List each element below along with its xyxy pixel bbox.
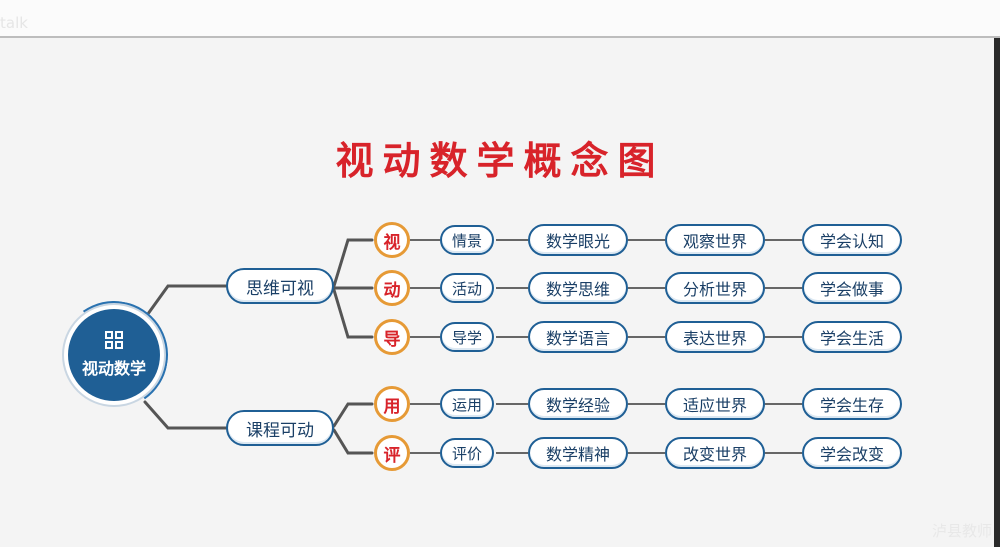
activity-node: 导学	[440, 322, 494, 352]
key-char-node: 评	[374, 435, 410, 471]
activity-node: 情景	[440, 225, 494, 255]
learning-goal-node: 学会做事	[802, 272, 902, 304]
root-node: 视动数学	[68, 309, 160, 401]
connector-branch1-row3	[332, 288, 374, 339]
world-node: 分析世界	[665, 272, 765, 304]
connector-branch2-row5	[332, 428, 374, 455]
connector-branch2-row4	[332, 402, 374, 428]
connector-root-branch1	[143, 284, 228, 320]
branch-node-1: 思维可视	[226, 268, 334, 304]
top-bar: talk	[0, 0, 1000, 38]
grid-icon	[105, 331, 123, 349]
key-char-node: 导	[374, 319, 410, 355]
math-aspect-node: 数学思维	[528, 272, 628, 304]
world-node: 观察世界	[665, 224, 765, 256]
math-aspect-node: 数学眼光	[528, 224, 628, 256]
math-aspect-node: 数学经验	[528, 388, 628, 420]
activity-node: 活动	[440, 273, 494, 303]
key-char-node: 动	[374, 270, 410, 306]
right-edge-strip	[994, 38, 1000, 547]
branch-node-2: 课程可动	[226, 410, 334, 446]
root-node-label: 视动数学	[81, 359, 146, 378]
math-aspect-node: 数学语言	[528, 321, 628, 353]
connector-root-branch2	[143, 400, 228, 430]
activity-node: 运用	[440, 389, 494, 419]
diagram-title: 视动数学概念图	[335, 139, 665, 183]
learning-goal-node: 学会生活	[802, 321, 902, 353]
topbar-label: talk	[0, 14, 28, 32]
learning-goal-node: 学会认知	[802, 224, 902, 256]
world-node: 表达世界	[665, 321, 765, 353]
key-char-node: 用	[374, 386, 410, 422]
key-char-node: 视	[374, 222, 410, 258]
learning-goal-node: 学会改变	[802, 437, 902, 469]
watermark: 泸县教师	[931, 522, 992, 540]
world-node: 适应世界	[665, 388, 765, 420]
math-aspect-node: 数学精神	[528, 437, 628, 469]
connector-branch1-row1	[332, 238, 374, 288]
activity-node: 评价	[440, 438, 494, 468]
learning-goal-node: 学会生存	[802, 388, 902, 420]
world-node: 改变世界	[665, 437, 765, 469]
